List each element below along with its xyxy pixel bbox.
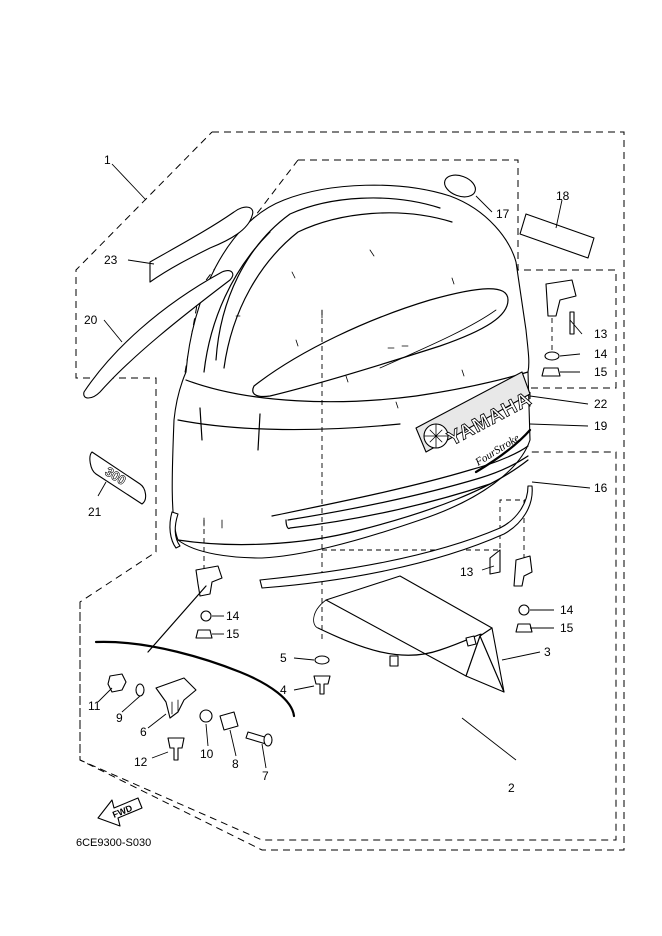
label-part-13-top: 13 — [594, 327, 608, 341]
label-part-16: 16 — [594, 481, 608, 495]
top-cowling — [169, 184, 531, 559]
detail-callout — [94, 585, 296, 718]
latch-right — [489, 549, 533, 633]
label-part-8: 8 — [232, 757, 239, 771]
label-part-12: 12 — [134, 755, 148, 769]
part-8-collar — [219, 711, 239, 731]
label-part-5: 5 — [280, 651, 287, 665]
label-part-7: 7 — [262, 769, 269, 783]
diagram-code: 6CE9300-S030 — [76, 837, 151, 849]
part-23-top-decal — [149, 206, 254, 283]
part-10-spacer — [199, 709, 213, 723]
part-18-plate — [519, 213, 595, 259]
latch-left — [195, 565, 223, 639]
assembly-outline-2 — [79, 451, 617, 841]
label-part-14-right: 14 — [560, 603, 574, 617]
label-part-22: 22 — [594, 397, 608, 411]
part-3-bottom-tray — [313, 575, 505, 693]
part-20-side-decal — [83, 270, 234, 399]
part-16-seal-strip — [259, 485, 533, 589]
label-part-19: 19 — [594, 419, 608, 433]
label-part-1: 1 — [104, 153, 111, 167]
label-part-3: 3 — [544, 645, 551, 659]
part-21-300-decal: 300 — [89, 451, 147, 505]
part-5-washer — [314, 655, 330, 665]
label-part-15-left: 15 — [226, 627, 240, 641]
latch-top-right — [541, 279, 577, 377]
label-part-14-left: 14 — [226, 609, 240, 623]
label-part-21: 21 — [88, 505, 102, 519]
label-part-6: 6 — [140, 725, 147, 739]
part-12-grommet — [167, 737, 185, 761]
callout-labels: 1 2 3 4 5 6 7 8 9 10 11 12 13 13 14 14 1… — [84, 153, 608, 795]
leader-lines — [97, 163, 591, 769]
label-part-11: 11 — [88, 699, 101, 713]
fwd-arrow-icon: FWD — [97, 797, 143, 827]
fwd-label: FWD — [111, 803, 134, 820]
label-part-23: 23 — [104, 253, 118, 267]
label-part-14-top: 14 — [594, 347, 608, 361]
label-part-15-right: 15 — [560, 621, 574, 635]
label-part-10: 10 — [200, 747, 214, 761]
label-part-20: 20 — [84, 313, 98, 327]
part-11-nut — [107, 673, 127, 693]
part-17-cap — [444, 174, 476, 198]
part-4-grommet — [313, 675, 331, 695]
part-7-screw — [245, 731, 273, 747]
part-6-latch — [155, 677, 197, 719]
label-part-17: 17 — [496, 207, 510, 221]
part-9-washer — [135, 683, 145, 697]
label-part-18: 18 — [556, 189, 570, 203]
label-part-15-top: 15 — [594, 365, 608, 379]
label-part-2: 2 — [508, 781, 515, 795]
label-part-4: 4 — [280, 683, 287, 697]
label-part-9: 9 — [116, 711, 123, 725]
label-part-13-bottom: 13 — [460, 565, 474, 579]
